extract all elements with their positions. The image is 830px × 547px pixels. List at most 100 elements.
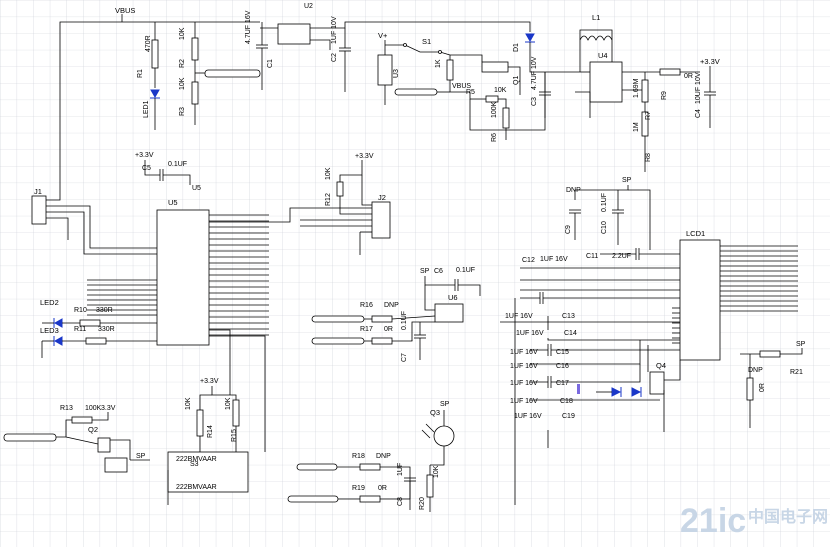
l1-ref: L1	[592, 13, 600, 22]
r11-resistor[interactable]	[85, 337, 107, 345]
net-label-light-sense[interactable]	[296, 463, 338, 471]
boost-converter-section: L1 U4 1.69M R7 1M R8 R9 0R +3.3V 10UF 10…	[575, 13, 720, 172]
l1-inductor[interactable]	[579, 35, 613, 41]
r12-resistor[interactable]	[336, 181, 344, 197]
c8-value: 1UF	[397, 463, 404, 476]
c11-ref: C11	[586, 253, 598, 260]
u3-battery[interactable]	[377, 54, 393, 86]
led3-ref: LED3	[40, 326, 59, 335]
c2-ref: C2	[331, 53, 338, 62]
r19-resistor[interactable]	[359, 495, 381, 503]
u5-left-pins	[87, 279, 157, 316]
r13-ref: R13	[60, 405, 73, 412]
cursor-marker	[577, 384, 580, 394]
s3-switch[interactable]	[167, 451, 249, 493]
q4-transistor[interactable]	[649, 371, 665, 395]
net-label-power-ctrl[interactable]	[3, 433, 57, 442]
c11-value: 2.2UF	[612, 253, 631, 260]
s3-value-b: 222BMVAAR	[176, 484, 217, 491]
q2-source-pad[interactable]	[104, 457, 128, 473]
c1-value: 4.7UF 16V	[245, 10, 252, 44]
r8-ref: R8	[645, 153, 652, 162]
r9-value: 0R	[684, 73, 693, 80]
c3-ref: C3	[531, 97, 538, 106]
net-label-usb-det[interactable]	[204, 69, 261, 78]
c14-value: 1UF 16V	[516, 330, 544, 337]
j2-connector[interactable]	[371, 201, 391, 239]
s1-ref: S1	[422, 37, 431, 46]
u5-mcu-chip[interactable]	[156, 209, 210, 346]
q2-transistor[interactable]	[97, 437, 111, 453]
vbus-mid-label: VBUS	[452, 83, 471, 90]
r7-value: 1M	[633, 122, 640, 132]
r4-resistor[interactable]	[446, 59, 454, 81]
q2-section: R13 100K 3.3V Q2 SP	[3, 405, 150, 473]
q3-ref: Q3	[430, 408, 440, 417]
led1-ref: LED1	[143, 100, 150, 118]
r21-value: DNP	[748, 367, 763, 374]
r4-ref: 1K	[435, 59, 442, 68]
r21b-value: 0R	[759, 383, 766, 392]
c15-ref: C15	[556, 349, 569, 356]
u6-section: SP C6 0.1UF U6 R16 DNP R17 0R C7 0.1UF	[311, 267, 481, 362]
j1-ref: J1	[34, 187, 42, 196]
j2-ref: J2	[378, 193, 386, 202]
c9-ref: C9	[565, 225, 572, 234]
r20-ref: R20	[419, 497, 426, 510]
r9-resistor[interactable]	[659, 68, 681, 76]
sp-r21-label: SP	[796, 341, 806, 348]
c5-ref: C5	[142, 165, 151, 172]
r17-resistor[interactable]	[371, 337, 393, 345]
watermark-cn: 中国电子网	[748, 507, 828, 526]
battery-switch-section: V+ U3 S1 1K VBUS R5 Q1 10K 100K R6 D1	[377, 31, 580, 142]
v33-r14-label: +3.3V	[200, 378, 219, 385]
q3-phototransistor[interactable]	[433, 425, 455, 447]
net-label-u6-in2[interactable]	[311, 337, 365, 345]
c18-ref: C18	[560, 398, 573, 405]
net-label-u6-in1[interactable]	[311, 315, 365, 323]
net-label-vbat[interactable]	[394, 88, 438, 96]
c6-ref: C6	[434, 268, 443, 275]
r3-ref: R3	[179, 107, 186, 116]
c4-ref: C4	[695, 109, 702, 118]
r3-resistor[interactable]	[191, 81, 199, 105]
u6-chip[interactable]	[434, 303, 464, 323]
r18-resistor[interactable]	[359, 463, 381, 471]
r12-value: 10K	[325, 167, 332, 180]
u2-chip[interactable]	[277, 23, 311, 45]
r3-value: 10K	[179, 77, 186, 90]
q1-mosfet[interactable]	[481, 61, 509, 73]
vbus-top-label: VBUS	[115, 6, 135, 15]
r18-value: DNP	[376, 453, 391, 460]
net-label-light-adc[interactable]	[287, 495, 339, 503]
u4-chip[interactable]	[589, 61, 623, 103]
c16-value: 1UF 16V	[510, 363, 538, 370]
c17-value: 1UF 16V	[510, 380, 538, 387]
r14-resistor[interactable]	[196, 409, 204, 437]
sp-lcd-label: SP	[622, 177, 632, 184]
c12-value: 1UF 16V	[540, 256, 568, 263]
r19-ref: R19	[352, 485, 365, 492]
r5-resistor[interactable]	[485, 95, 499, 103]
c10-value: 0.1UF	[601, 193, 608, 212]
r19-value: 0R	[378, 485, 387, 492]
r6-resistor[interactable]	[502, 107, 510, 129]
r6-value: 100K	[491, 101, 498, 118]
c18-value: 1UF 16V	[510, 398, 538, 405]
r16-resistor[interactable]	[371, 315, 393, 323]
u2-ref: U2	[304, 3, 313, 10]
q2-ref: Q2	[88, 425, 98, 434]
r21b-resistor[interactable]	[746, 377, 754, 401]
j1-connector[interactable]	[31, 195, 47, 225]
r16-value: DNP	[384, 302, 399, 309]
r2-resistor[interactable]	[191, 37, 199, 61]
r7b-resistor[interactable]	[641, 79, 649, 103]
r1-resistor[interactable]	[151, 39, 159, 69]
r15-resistor[interactable]	[232, 399, 240, 427]
lcd1-display[interactable]	[679, 239, 721, 361]
vbus-section: VBUS R1 470R LED1 10K R2 10K R3	[59, 6, 261, 195]
r13-resistor[interactable]	[71, 416, 93, 424]
mcu-section: J1 +3.3V C5 0.1UF U5 U5	[31, 152, 210, 346]
r21-resistor[interactable]	[759, 350, 781, 358]
backlight-led2-icon	[631, 387, 642, 397]
